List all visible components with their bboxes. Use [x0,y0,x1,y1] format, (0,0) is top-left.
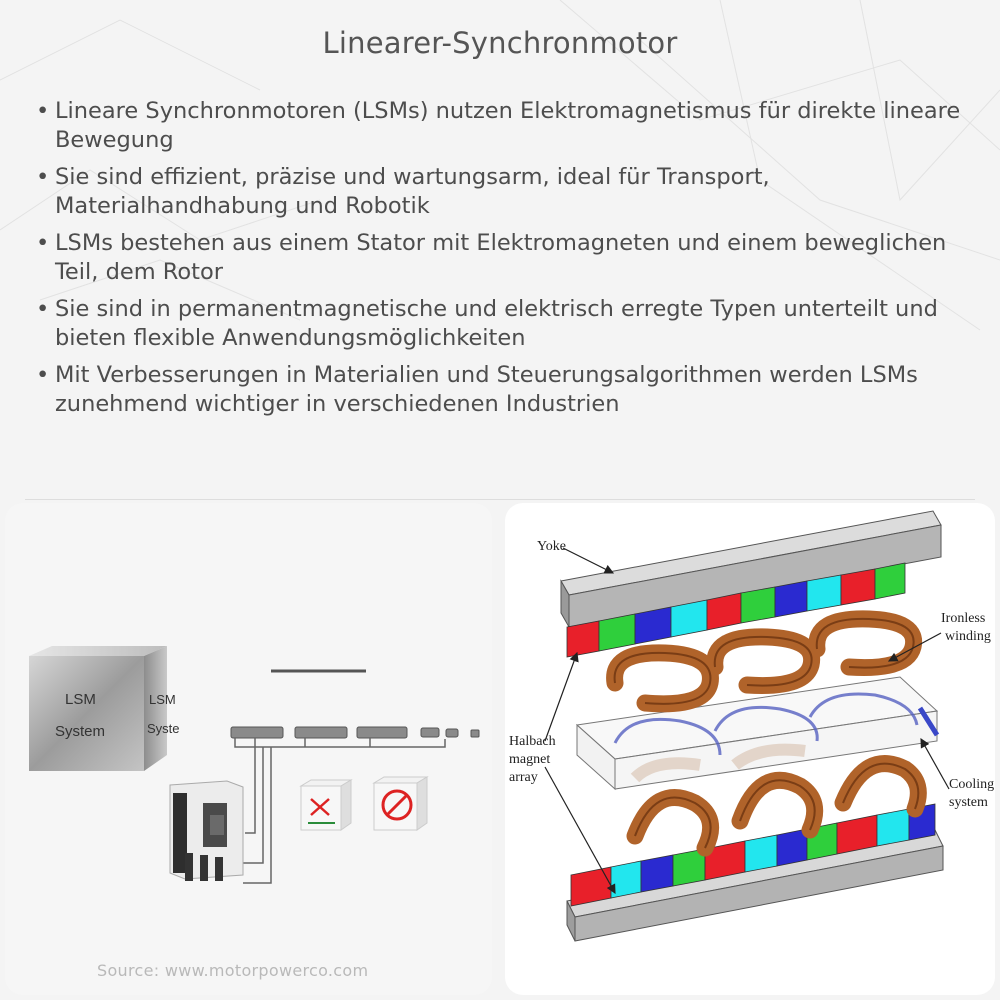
arrow-halbach-top [544,651,579,742]
bullet-dot: • [36,230,50,256]
arrow-ironless [887,632,942,662]
bullet-text: Mit Verbesserungen in Materialien und St… [55,362,918,417]
bullet-text: Sie sind in permanentmagnetische und ele… [55,296,938,351]
bullet-item: •Sie sind effizient, präzise und wartung… [36,163,966,221]
cube-front [29,656,144,771]
top-magnet-array [566,562,906,658]
lsm-system-illustration: LSM System LSM Syste [5,503,492,995]
label-halbach-1: Halbach [509,734,556,749]
bullet-dot: • [36,362,50,388]
arrow-cooling [920,737,950,790]
conveyor-modules [230,726,480,739]
bullet-item: •LSMs bestehen aus einem Stator mit Elek… [36,229,966,287]
conveyor-cabling [234,738,446,884]
cube-side-label-1: LSM [149,692,176,707]
halbach-lsm-diagram: Yoke Ironless winding Halbach magnet arr… [505,503,995,995]
cooling-layer [575,676,940,791]
label-yoke: Yoke [537,539,566,554]
bullet-list: •Lineare Synchronmotoren (LSMs) nutzen E… [36,97,966,427]
section-divider [25,499,975,500]
cube-side [144,646,167,771]
label-cooling-1: Cooling [949,777,994,792]
cube-top [29,646,167,656]
bullet-text: Sie sind effizient, präzise und wartungs… [55,164,770,219]
bullet-item: •Mit Verbesserungen in Materialien und S… [36,361,966,419]
no-cross-icon-cube [299,779,353,831]
bullet-dot: • [36,296,50,322]
top-coils-shade [613,617,915,705]
prohibited-icon-cube [372,776,429,831]
cube-front-label-2: System [55,723,105,740]
bottom-coils-shade [634,762,920,849]
bullet-text: LSMs bestehen aus einem Stator mit Elekt… [55,230,947,285]
page-title: Linearer-Synchronmotor [322,26,678,60]
cube-front-label-1: LSM [65,691,96,708]
label-halbach-3: array [509,770,538,785]
background-network-pattern [0,0,1000,331]
bullet-dot: • [36,98,50,124]
source-credit: Source: www.motorpowerco.com [97,961,369,980]
lsm-system-drawing: LSM System LSM Syste [29,646,480,884]
arrow-yoke [562,547,615,574]
controller-cabinet [169,780,244,881]
cube-side-label-2: Syste [147,721,180,736]
bullet-dot: • [36,164,50,190]
arrow-halbach-bottom [544,766,616,895]
label-halbach-2: magnet [509,752,550,767]
bullet-text: Lineare Synchronmotoren (LSMs) nutzen El… [55,98,961,153]
top-yoke [560,510,942,629]
bullet-item: •Sie sind in permanentmagnetische und el… [36,295,966,353]
bullet-item: •Lineare Synchronmotoren (LSMs) nutzen E… [36,97,966,155]
label-ironless-1: Ironless [941,611,985,626]
halbach-diagram-drawing: Yoke Ironless winding Halbach magnet arr… [509,510,994,942]
label-ironless-2: winding [945,629,991,644]
label-cooling-2: system [949,795,988,810]
